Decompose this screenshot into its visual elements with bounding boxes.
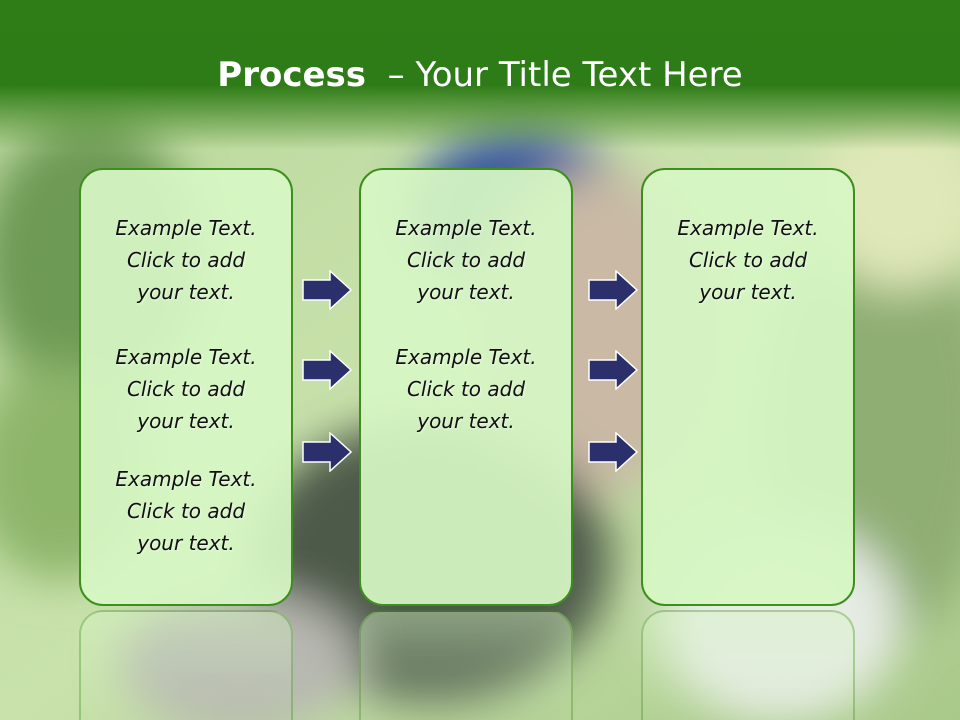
- arrow-right-icon: [588, 270, 638, 310]
- arrow-right-icon: [302, 270, 352, 310]
- arrow-right-icon: [588, 350, 638, 390]
- slide-title[interactable]: Process – Your Title Text Here: [0, 50, 960, 100]
- text-block[interactable]: Example Text. Click to add your text.: [677, 216, 819, 304]
- text-block[interactable]: Example Text. Click to add your text.: [395, 345, 537, 433]
- process-box-2[interactable]: Example Text. Click to add your text. Ex…: [359, 168, 573, 606]
- text-block[interactable]: Example Text. Click to add your text.: [115, 216, 257, 304]
- text-block[interactable]: Example Text. Click to add your text.: [115, 345, 257, 433]
- title-bar: Process – Your Title Text Here: [0, 0, 960, 150]
- process-box-1[interactable]: Example Text. Click to add your text. Ex…: [79, 168, 293, 606]
- title-rest: – Your Title Text Here: [387, 55, 743, 95]
- box-reflection: [641, 610, 855, 720]
- arrow-right-icon: [302, 350, 352, 390]
- box-reflection: [359, 610, 573, 720]
- box-reflection: [79, 610, 293, 720]
- text-block[interactable]: Example Text. Click to add your text.: [395, 216, 537, 304]
- process-box-3[interactable]: Example Text. Click to add your text.: [641, 168, 855, 606]
- arrow-right-icon: [302, 432, 352, 472]
- title-bold: Process: [217, 55, 367, 95]
- text-block[interactable]: Example Text. Click to add your text.: [115, 467, 257, 555]
- arrow-right-icon: [588, 432, 638, 472]
